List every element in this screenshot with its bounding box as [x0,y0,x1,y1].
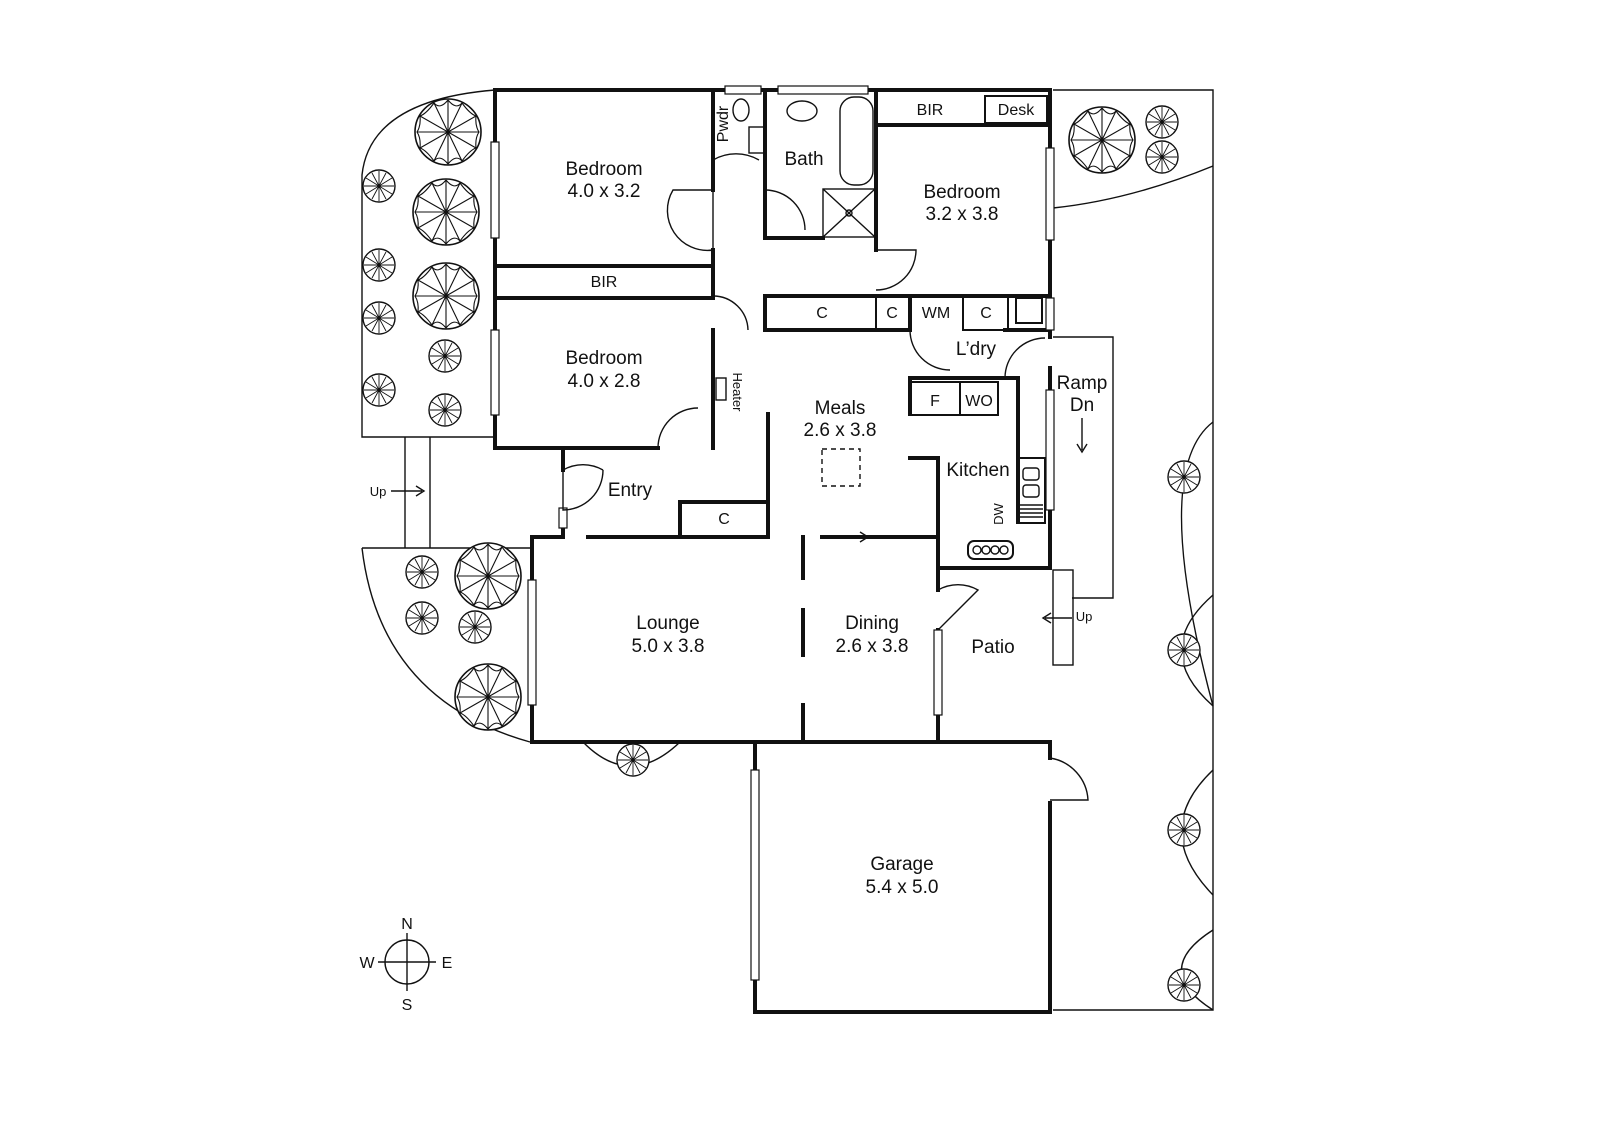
compass-east: E [442,955,453,972]
steps-up-right-label: Up [1076,609,1093,624]
desk-label: Desk [998,102,1035,119]
garage-name: Garage [870,854,933,875]
windows [490,85,1055,981]
wm-label: WM [922,305,950,322]
lounge-dims: 5.0 x 3.8 [632,636,705,657]
heater-label: Heater [730,372,745,412]
bir-top-label: BIR [917,102,944,119]
ramp [1041,336,1114,666]
room-labels: Bedroom 4.0 x 3.2 Bedroom 4.0 x 2.8 Bedr… [565,102,1035,898]
garage-dims: 5.4 x 5.0 [866,877,939,898]
bedroom1-name: Bedroom [565,159,642,180]
laundry-label: L’dry [956,339,997,360]
bedroom3-dims: 3.2 x 3.8 [926,204,999,225]
steps-up-left-label: Up [370,484,387,499]
cupboard-label: C [980,305,992,322]
patio-label: Patio [971,637,1014,658]
door-swings [562,153,1089,801]
garden-trees [362,98,1201,1002]
ramp-dn-label: Dn [1070,395,1094,416]
pwdr-label: Pwdr [715,105,732,142]
lounge-name: Lounge [636,613,699,634]
cupboard-label: C [886,305,898,322]
arrow-right-icon [391,485,426,497]
ramp-label: Ramp [1057,373,1108,394]
bath-label: Bath [784,149,823,170]
entry-label: Entry [608,480,653,501]
dining-name: Dining [845,613,899,634]
bedroom3-name: Bedroom [923,182,1000,203]
bedroom1-dims: 4.0 x 3.2 [568,181,641,202]
wo-label: WO [965,393,993,410]
compass-labels: N S E W [359,916,452,1014]
fridge-label: F [930,393,940,410]
fixture-labels: C C WM C F WO C DW Heater Ramp Dn Up Up [370,305,1108,624]
exterior-walls [493,88,1052,1014]
bedroom2-dims: 4.0 x 2.8 [568,371,641,392]
dining-dims: 2.6 x 3.8 [836,636,909,657]
meals-dims: 2.6 x 3.8 [804,420,877,441]
site-boundary [361,89,1214,1011]
compass-icon [378,933,436,991]
kitchen-label: Kitchen [946,460,1009,481]
compass-south: S [402,997,413,1014]
fixtures [715,95,1048,560]
dw-label: DW [991,502,1006,524]
meals-name: Meals [815,398,866,419]
bedroom2-name: Bedroom [565,348,642,369]
compass-west: W [359,955,375,972]
cupboard-label: C [718,511,730,528]
compass-north: N [401,916,413,933]
cupboard-label: C [816,305,828,322]
bir-left-label: BIR [591,274,618,291]
